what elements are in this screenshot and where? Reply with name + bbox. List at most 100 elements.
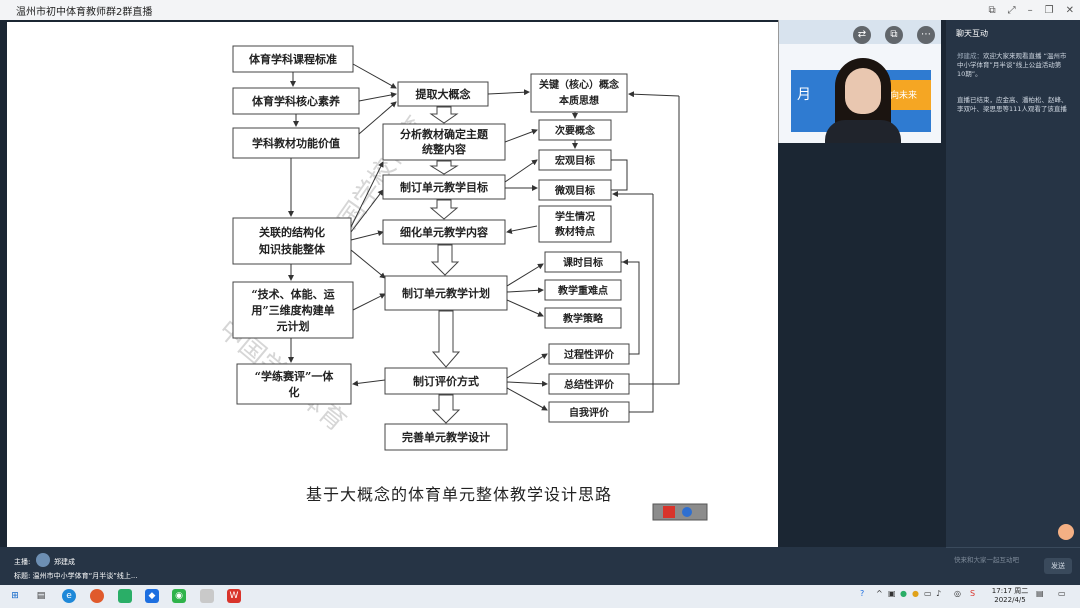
- label-tech-2: 用”三维度构建单: [251, 303, 334, 317]
- switch-camera-icon[interactable]: ⇄: [853, 26, 871, 44]
- minimize-icon[interactable]: –: [1027, 4, 1033, 16]
- label-structured-1: 关联的结构化: [259, 225, 325, 239]
- send-button[interactable]: 发送: [1044, 558, 1072, 574]
- clock-date: 2022/4/5: [994, 596, 1026, 604]
- app-green-icon[interactable]: [118, 589, 132, 603]
- help-tray-icon[interactable]: ?: [860, 589, 865, 598]
- tray-icon[interactable]: ●: [912, 589, 919, 598]
- popout-icon[interactable]: ⧉: [885, 26, 903, 44]
- close-icon[interactable]: ✕: [1065, 4, 1074, 16]
- box-unit-goal: [382, 174, 506, 200]
- label-micro: 微观目标: [554, 184, 595, 197]
- restore-icon[interactable]: ❐: [1044, 4, 1054, 16]
- pin-icon[interactable]: ⧉: [988, 4, 996, 16]
- box-learn-practice: [236, 363, 352, 405]
- tray-icon[interactable]: ▣: [888, 589, 896, 598]
- box-strategy: [544, 307, 622, 329]
- presenter-face: [845, 68, 881, 114]
- label-student-1: 学生情况: [555, 210, 595, 223]
- label-analyze-1: 分析教材确定主题: [400, 127, 489, 141]
- label-unit-goal: 制订单元教学目标: [400, 180, 488, 194]
- label-key-1: 关键（核心）概念: [539, 78, 619, 91]
- box-curriculum-standard: [232, 45, 354, 73]
- presenter-body: [825, 120, 901, 143]
- label-unit-plan: 制订单元教学计划: [402, 286, 490, 300]
- label-core-literacy: 体育学科核心素养: [252, 94, 341, 108]
- box-student-situation: [538, 205, 612, 243]
- notification-icon[interactable]: ▭: [1058, 589, 1066, 598]
- chevron-up-icon[interactable]: ^: [876, 589, 883, 598]
- edge-icon[interactable]: e: [62, 589, 76, 603]
- box-material-value: [232, 127, 360, 159]
- label-student-2: 教材特点: [554, 225, 595, 238]
- host-avatar[interactable]: [36, 553, 50, 567]
- label-strategy: 教学策略: [562, 312, 604, 325]
- label-macro: 宏观目标: [555, 154, 595, 167]
- chat-panel: 聊天互动 郑建成：欢迎大家来观看直播 “温州市中小学体育”月半谈”线上公益活动第…: [946, 20, 1080, 585]
- tray-icon[interactable]: ●: [900, 589, 907, 598]
- network-icon[interactable]: ◎: [954, 589, 961, 598]
- label-tech-3: 元计划: [277, 319, 310, 333]
- ime-icon[interactable]: S: [970, 589, 976, 598]
- flowchart: .b { fill: #fff; stroke: #444; stroke-wi…: [213, 45, 708, 521]
- host-label: 主播:: [14, 558, 31, 566]
- label-key-2: 本质思想: [559, 94, 599, 107]
- label-curriculum-standard: 体育学科课程标准: [249, 52, 337, 66]
- user-avatar[interactable]: [1058, 524, 1074, 540]
- task-view-icon[interactable]: ▤: [36, 591, 46, 601]
- box-extract-concept: [397, 81, 489, 107]
- label-summary: 总结性评价: [564, 378, 615, 391]
- app-blue-icon[interactable]: ◆: [145, 589, 159, 603]
- box-key-concept: [530, 73, 628, 113]
- label-sub: 次要概念: [555, 124, 595, 137]
- chrome-icon[interactable]: [90, 589, 104, 603]
- label-learn-2: 化: [289, 385, 300, 399]
- label-keydiff: 教学重难点: [557, 284, 608, 297]
- label-complete: 完善单元教学设计: [402, 430, 490, 444]
- live-topic: 标题: 温州市中小学体育“月半谈”线上...: [14, 572, 138, 580]
- tray-icon[interactable]: ▭: [924, 589, 932, 598]
- chat-header: 聊天互动: [956, 29, 988, 38]
- more-icon[interactable]: ⋯: [917, 26, 935, 44]
- chat-message-text: 欢迎大家来观看直播 “温州市中小学体育”月半谈”线上公益活动第10期”。: [957, 52, 1067, 78]
- label-extract: 提取大概念: [416, 87, 472, 101]
- app-tool-icon[interactable]: [200, 589, 214, 603]
- label-lesson: 课时目标: [563, 256, 603, 269]
- box-three-dimension: [232, 281, 354, 339]
- sogou-icon[interactable]: [663, 506, 675, 518]
- box-refine-content: [382, 219, 506, 245]
- slide-caption: 基于大概念的体育单元整体教学设计思路: [306, 485, 612, 504]
- label-eval-method: 制订评价方式: [413, 374, 479, 388]
- ppt-slide: .b { fill: #fff; stroke: #444; stroke-wi…: [7, 22, 778, 547]
- label-self: 自我评价: [569, 406, 610, 419]
- slide-toolbar[interactable]: [652, 503, 708, 521]
- chat-message-user: 郑建成：: [957, 52, 983, 60]
- box-structured-knowledge: [232, 217, 352, 265]
- label-refine: 细化单元教学内容: [400, 225, 488, 239]
- label-learn-1: “学练赛评”一体: [255, 369, 335, 383]
- label-structured-2: 知识技能整体: [258, 242, 326, 256]
- fullscreen-icon[interactable]: ⤢: [1007, 4, 1016, 16]
- help-icon[interactable]: [682, 507, 692, 517]
- notes-icon[interactable]: ▤: [1036, 589, 1044, 598]
- box-unit-plan: [384, 275, 508, 311]
- chat-input[interactable]: 快来和大家一起互动吧: [954, 556, 1019, 564]
- box-eval-method: [384, 367, 508, 395]
- window-controls: ⧉ ⤢ – ❐ ✕: [989, 0, 1075, 20]
- camera-preview[interactable]: 月 起向未来 ⇄ ⧉ ⋯: [778, 20, 941, 143]
- label-tech-1: “技术、体能、运: [251, 287, 334, 301]
- window-titlebar: 温州市初中体育教师群2群直播 ⧉ ⤢ – ❐ ✕: [0, 0, 1080, 20]
- wps-icon[interactable]: W: [227, 589, 241, 603]
- host-name: 郑建成: [54, 558, 75, 566]
- host-info-bar: 主播: 郑建成 标题: 温州市中小学体育“月半谈”线上...: [0, 547, 946, 585]
- windows-taskbar: ⊞ ▤ e ◆ ◉ W ? ^ ▣ ● ● ▭ ♪ ◎ S 17:17 周二 2…: [0, 585, 1080, 608]
- windows-start-icon[interactable]: ⊞: [11, 591, 19, 601]
- clock-time: 17:17 周二: [991, 587, 1029, 595]
- volume-icon[interactable]: ♪: [936, 589, 942, 598]
- box-key-difficulty: [544, 279, 622, 301]
- chat-system-message: 直播已结束，应金高、潘柏松、赵峰、李双叶、梁思思等111人观看了该直播: [957, 96, 1068, 113]
- window-title: 温州市初中体育教师群2群直播: [16, 6, 153, 18]
- wechat-icon[interactable]: ◉: [172, 589, 186, 603]
- clock[interactable]: 17:17 周二 2022/4/5: [990, 587, 1030, 605]
- label-analyze-2: 统整内容: [422, 142, 466, 156]
